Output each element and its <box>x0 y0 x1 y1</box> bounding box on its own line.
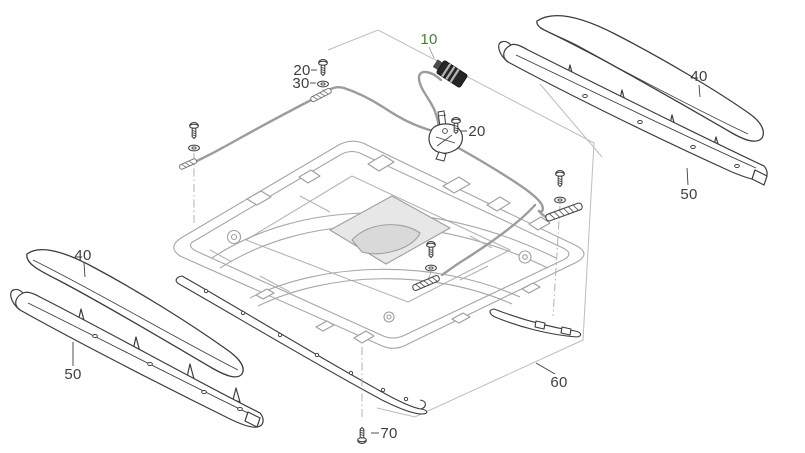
rail-holes <box>582 94 740 168</box>
callout-20-top[interactable]: 20 <box>293 62 317 79</box>
blade-edge-line <box>32 259 239 371</box>
antenna-rod-lower <box>412 274 440 292</box>
callout-30-label[interactable]: 30 <box>292 75 309 92</box>
screw-20-top <box>318 59 328 76</box>
spoiler-blade-40-right <box>536 15 765 142</box>
trim-assembly-right <box>498 15 768 186</box>
side-trim-strip <box>175 275 428 415</box>
panel-rib <box>257 278 513 307</box>
screw-left <box>189 122 199 139</box>
callout-40-right-label[interactable]: 40 <box>690 68 707 85</box>
callout-60-label[interactable]: 60 <box>550 374 567 391</box>
washer-left <box>188 144 200 152</box>
trim-assembly-left <box>10 248 264 428</box>
blade-body <box>26 248 244 378</box>
callout-40-left[interactable]: 40 <box>74 247 91 278</box>
callout-40-left-label[interactable]: 40 <box>74 247 91 264</box>
spoiler-blade-40-left <box>26 248 244 378</box>
callout-60[interactable]: 60 <box>535 362 568 391</box>
antenna-connector <box>432 59 468 88</box>
panel-brackets <box>246 154 551 344</box>
callout-40-right[interactable]: 40 <box>690 68 707 98</box>
rail-left-hook <box>10 288 24 311</box>
bracket-clips <box>534 320 572 336</box>
leader-line <box>428 46 435 59</box>
screw-right <box>555 170 565 187</box>
callout-10[interactable]: 10 <box>420 31 437 59</box>
assembly-boundary-frame <box>327 29 603 418</box>
boundary-polyline <box>327 29 595 418</box>
base-foot <box>435 151 447 162</box>
alignment-line <box>539 83 603 158</box>
roof-panel-assembly <box>173 140 585 349</box>
callout-70-label[interactable]: 70 <box>380 425 397 442</box>
rail-clip-spikes <box>77 308 241 403</box>
lower-right-bracket <box>489 308 582 338</box>
callout-20-top-label[interactable]: 20 <box>293 62 310 79</box>
callout-20-center-label[interactable]: 20 <box>468 123 485 140</box>
coax-cable <box>417 70 443 128</box>
leader-line <box>535 362 556 375</box>
washer-right <box>554 196 566 204</box>
washer-lower <box>425 264 437 272</box>
rail-left-hook <box>498 40 512 63</box>
panel-pivots <box>226 229 532 323</box>
callout-50-left-label[interactable]: 50 <box>64 366 81 383</box>
leader-line <box>83 262 86 278</box>
left-element-cable <box>179 86 435 169</box>
right-element-cable <box>453 144 544 213</box>
blade-body <box>536 15 765 142</box>
cable-mount-sleeve <box>310 87 332 103</box>
callout-30[interactable]: 30 <box>292 75 316 92</box>
rail-inner-line <box>27 302 253 416</box>
blade-edge-line <box>539 27 749 135</box>
cable-tip-sleeve <box>178 158 198 170</box>
callout-70[interactable]: 70 <box>371 425 398 442</box>
rail-inner-line <box>515 54 757 169</box>
mounting-rail-50-right <box>498 40 768 186</box>
rail-right-foot <box>244 411 261 428</box>
callout-20-center[interactable]: 20 <box>460 123 486 140</box>
panel-deck <box>245 175 511 303</box>
mounting-rail-50-left <box>10 288 264 428</box>
panel-inner-rim <box>189 150 570 339</box>
panel-opening-flap <box>351 224 421 255</box>
callout-50-right[interactable]: 50 <box>680 167 697 203</box>
strip-body <box>175 275 428 415</box>
strip-end-curl <box>419 399 426 410</box>
callouts: 10 20 30 20 40 50 40 50 <box>64 31 707 442</box>
leader-line <box>686 167 689 186</box>
callout-50-left[interactable]: 50 <box>64 342 81 383</box>
antenna-rod-right <box>545 202 583 222</box>
screw-70 <box>357 427 367 444</box>
panel-texture-lines <box>209 195 493 293</box>
strip-holes <box>203 288 409 402</box>
washer-30 <box>317 80 329 88</box>
callout-10-label[interactable]: 10 <box>420 31 437 48</box>
leader-line <box>698 84 701 98</box>
rail-holes <box>92 334 243 411</box>
callout-50-right-label[interactable]: 50 <box>680 186 697 203</box>
rail-right-foot <box>751 169 768 186</box>
lower-element-cable <box>440 203 537 277</box>
